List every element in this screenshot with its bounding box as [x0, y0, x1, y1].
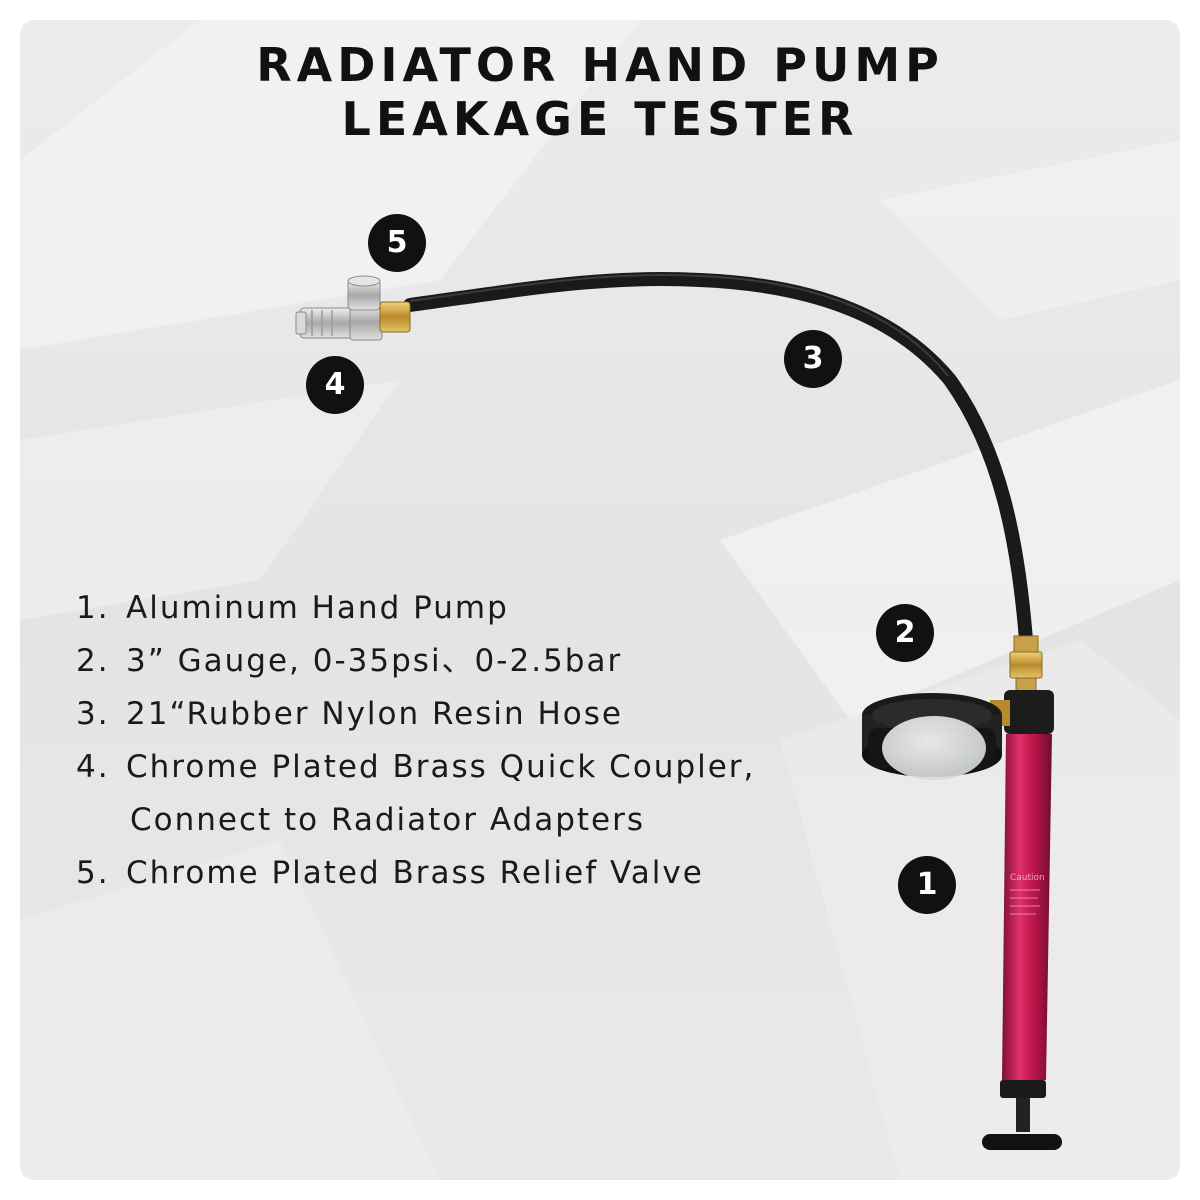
hose: [403, 272, 1033, 647]
background-geometry: [20, 20, 1180, 1180]
feature-text: 3” Gauge, 0-35psi、0-2.5bar: [126, 643, 623, 679]
brass-fitting-pump-icon: [1009, 635, 1043, 693]
brass-fitting-coupler-icon: [379, 301, 411, 333]
feature-text: Aluminum Hand Pump: [126, 590, 509, 626]
relief-valve-icon: [347, 275, 381, 311]
feature-item-5: 5. Chrome Plated Brass Relief Valve: [76, 851, 755, 904]
quick-coupler-icon: [295, 303, 383, 341]
feature-text: Chrome Plated Brass Quick Coupler,: [126, 749, 756, 785]
product-card: [20, 20, 1180, 1180]
page-title-line-1: RADIATOR HAND PUMP: [256, 38, 944, 92]
feature-text: 21“Rubber Nylon Resin Hose: [126, 696, 623, 732]
feature-item-1: 1. Aluminum Hand Pump: [76, 586, 755, 639]
feature-number: 2.: [76, 643, 110, 679]
svg-text:Caution: Caution: [1010, 873, 1045, 883]
feature-item-3: 3. 21“Rubber Nylon Resin Hose: [76, 692, 755, 745]
pressure-gauge-icon: [862, 693, 1010, 780]
feature-text: Connect to Radiator Adapters: [130, 802, 646, 838]
feature-item-4: 4. Chrome Plated Brass Quick Coupler,: [76, 745, 755, 798]
callout-5: 5: [368, 214, 426, 272]
callout-2: 2: [876, 604, 934, 662]
pump-body-icon: Caution: [982, 734, 1062, 1150]
feature-text: Chrome Plated Brass Relief Valve: [126, 855, 704, 891]
pump-head-icon: [1004, 690, 1054, 734]
feature-number: 3.: [76, 696, 110, 732]
feature-list: 1. Aluminum Hand Pump 2. 3” Gauge, 0-35psi…: [76, 586, 755, 904]
callout-4: 4: [306, 356, 364, 414]
page-title-line-2: LEAKAGE TESTER: [341, 92, 859, 146]
feature-item-4-continued: Connect to Radiator Adapters: [76, 798, 755, 851]
callout-3: 3: [784, 330, 842, 388]
feature-item-2: 2. 3” Gauge, 0-35psi、0-2.5bar: [76, 639, 755, 692]
feature-number: 1.: [76, 590, 110, 626]
feature-number: 4.: [76, 749, 110, 785]
callout-1: 1: [898, 856, 956, 914]
feature-number: 5.: [76, 855, 110, 891]
